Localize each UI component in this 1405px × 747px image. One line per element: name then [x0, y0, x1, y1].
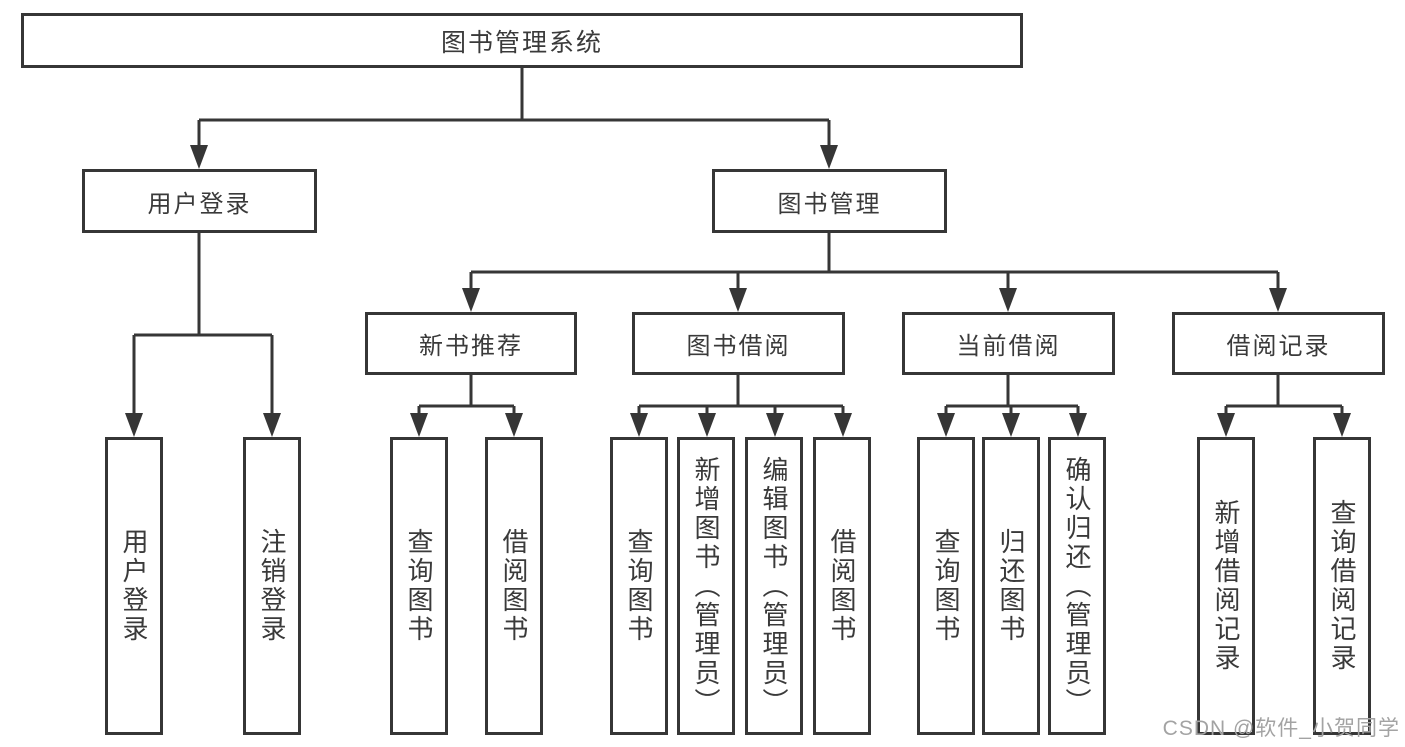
leaf-user-login-label: 用户登录 — [119, 528, 149, 644]
leaf-confirm-return-admin-label: 确认归还（管理员） — [1062, 455, 1092, 717]
arrowhead — [698, 413, 716, 437]
arrowhead — [729, 288, 747, 312]
node-user-login: 用户登录 — [82, 169, 317, 233]
leaf-current-query-book: 查询图书 — [917, 437, 975, 735]
leaf-newrec-borrow-book-label: 借阅图书 — [499, 528, 529, 644]
node-root-label: 图书管理系统 — [440, 28, 603, 57]
arrowhead — [190, 145, 208, 169]
node-book-borrowing: 图书借阅 — [632, 312, 845, 375]
arrowhead — [766, 413, 784, 437]
arrowhead — [1269, 288, 1287, 312]
node-new-book-recommend: 新书推荐 — [365, 312, 577, 375]
leaf-logout-label: 注销登录 — [257, 528, 287, 644]
leaf-add-borrow-record-label: 新增借阅记录 — [1211, 499, 1241, 673]
arrowhead — [820, 145, 838, 169]
arrowhead — [410, 413, 428, 437]
leaf-return-book: 归还图书 — [982, 437, 1040, 735]
arrowhead — [1333, 413, 1351, 437]
node-current-borrowing-label: 当前借阅 — [956, 333, 1061, 360]
leaf-confirm-return-admin: 确认归还（管理员） — [1048, 437, 1106, 735]
leaf-newrec-query-book-label: 查询图书 — [404, 528, 434, 644]
arrowhead — [125, 413, 143, 437]
leaf-query-borrow-record: 查询借阅记录 — [1313, 437, 1371, 735]
leaf-logout: 注销登录 — [243, 437, 301, 735]
leaf-add-book-admin-label: 新增图书（管理员） — [691, 455, 721, 717]
leaf-newrec-query-book: 查询图书 — [390, 437, 448, 735]
arrowhead — [937, 413, 955, 437]
arrowhead — [999, 288, 1017, 312]
arrowhead — [505, 413, 523, 437]
leaf-newrec-borrow-book: 借阅图书 — [485, 437, 543, 735]
node-book-borrowing-label: 图书借阅 — [686, 333, 791, 360]
leaf-query-borrow-record-label: 查询借阅记录 — [1327, 499, 1357, 673]
leaf-borrow-borrow-book-label: 借阅图书 — [827, 528, 857, 644]
arrowhead — [462, 288, 480, 312]
leaf-borrow-borrow-book: 借阅图书 — [813, 437, 871, 735]
arrowhead — [834, 413, 852, 437]
node-borrowing-records: 借阅记录 — [1172, 312, 1385, 375]
leaf-user-login: 用户登录 — [105, 437, 163, 735]
leaf-add-borrow-record: 新增借阅记录 — [1197, 437, 1255, 735]
leaf-return-book-label: 归还图书 — [996, 528, 1026, 644]
node-book-management: 图书管理 — [712, 169, 947, 233]
leaf-edit-book-admin-label: 编辑图书（管理员） — [759, 455, 789, 717]
node-book-management-label: 图书管理 — [777, 190, 882, 218]
csdn-watermark: CSDN @软件_小贺同学 — [1162, 717, 1400, 740]
arrowhead — [630, 413, 648, 437]
arrowhead — [1069, 413, 1087, 437]
arrowhead — [263, 413, 281, 437]
leaf-borrow-query-book-label: 查询图书 — [624, 528, 654, 644]
node-new-book-recommend-label: 新书推荐 — [419, 333, 523, 360]
arrowhead — [1217, 413, 1235, 437]
leaf-edit-book-admin: 编辑图书（管理员） — [745, 437, 803, 735]
node-root: 图书管理系统 — [21, 13, 1023, 68]
leaf-add-book-admin: 新增图书（管理员） — [677, 437, 735, 735]
node-borrowing-records-label: 借阅记录 — [1226, 333, 1331, 360]
node-current-borrowing: 当前借阅 — [902, 312, 1115, 375]
leaf-borrow-query-book: 查询图书 — [610, 437, 668, 735]
arrowhead — [1002, 413, 1020, 437]
leaf-current-query-book-label: 查询图书 — [931, 528, 961, 644]
node-user-login-label: 用户登录 — [147, 190, 252, 218]
